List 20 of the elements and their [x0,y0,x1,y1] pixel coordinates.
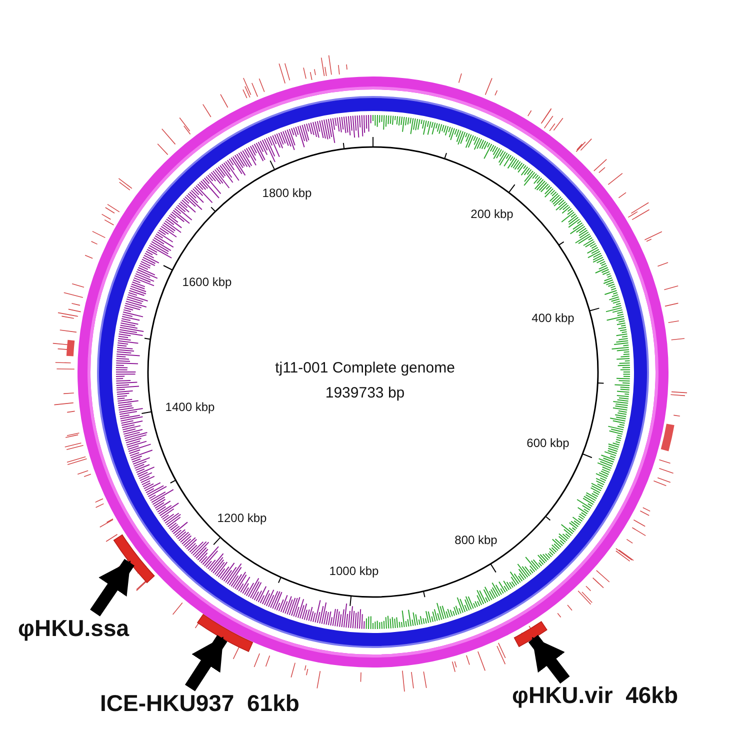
arrow [184,635,228,692]
region-label: φHKU.vir 46kb [512,680,732,710]
scale-label: 1200 kbp [217,511,267,525]
region-label: φHKU.ssa [18,613,168,643]
genomic-island-band [113,534,155,584]
scale-label: 800 kbp [454,533,498,547]
scale-label: 1400 kbp [165,400,215,414]
arrow [528,634,570,684]
genome-title: 1939733 bp [325,384,405,402]
region-label: ICE-HKU937 61kb [100,688,320,718]
genomic-island-band [514,621,548,647]
genome-title: tj11-001 Complete genome [275,360,455,376]
arrow [90,558,134,616]
scale-label: 200 kbp [470,207,514,221]
scale-label: 1800 kbp [262,186,312,200]
scale-label: 600 kbp [526,436,570,450]
scale-label: 1000 kbp [329,564,379,578]
genomic-island-band [197,614,253,652]
scale-label: 400 kbp [532,311,574,325]
scale-label: 1600 kbp [182,275,232,289]
